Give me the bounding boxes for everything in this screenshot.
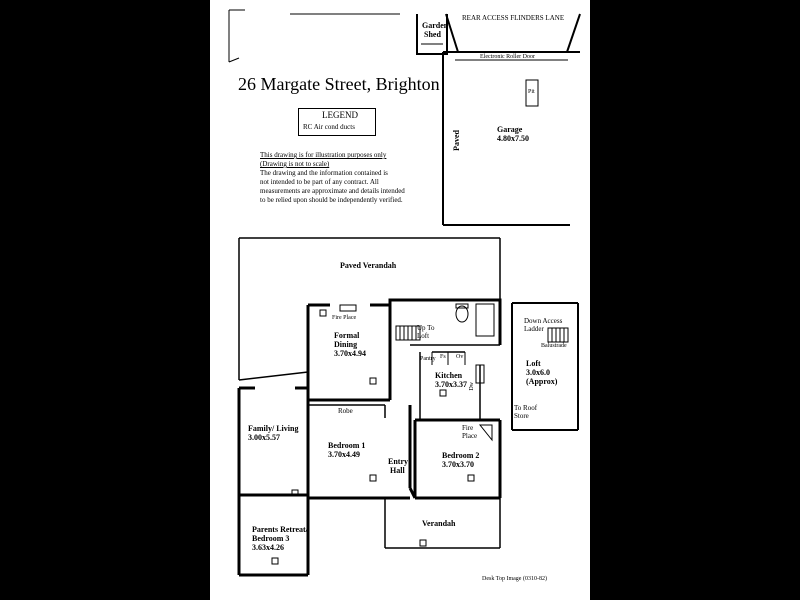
robe-label: Robe [338,407,353,415]
kitchen-label: Kitchen [435,371,463,380]
bedroom1-size: 3.70x4.49 [328,450,360,459]
fire-place2-label-1: Fire [462,424,474,432]
disclaimer-body-3: measurements are approximate and details… [260,187,405,195]
garage [442,13,581,226]
formal-dining-size: 3.70x4.94 [334,349,366,358]
fire-place-2 [478,424,493,442]
dw-label: Dw [469,382,475,391]
garden-shed [416,14,448,55]
garden-shed-label-2: Shed [424,30,441,39]
fs-label: Fs [440,354,446,360]
house-walls [237,298,502,577]
fire-place-1 [339,304,357,312]
parents-retreat-size: 3.63x4.26 [252,543,284,552]
verandah-label: Verandah [422,519,456,528]
fire-place-label: Fire Place [332,315,357,321]
front-verandah [384,498,501,549]
kitchen-size: 3.70x3.37 [435,380,467,389]
disclaimer-body-4: to be relied upon should be independentl… [260,196,403,204]
floorplan-drawing [228,9,581,577]
disclaimer-body-2: not intended to be part of any contract.… [260,178,379,186]
loft-approx: (Approx) [526,377,558,386]
pantry-partitions [431,352,466,365]
legend-item: RC Air cond ducts [303,123,355,131]
disclaimer-line2: (Drawing is not to scale) [260,160,330,168]
loft-label: Loft [526,359,541,368]
formal-dining-label-1: Formal [334,331,360,340]
down-access-label-2: Ladder [524,325,544,333]
family-living-label: Family/ Living [248,424,299,433]
bedroom2-label: Bedroom 2 [442,451,480,460]
loft-size: 3.0x6.0 [526,368,550,377]
pit-label: Pit [528,89,535,95]
stair-to-loft [395,325,421,341]
footer-image-id: Desk Top Image (0310-82) [482,576,547,582]
formal-dining-label-2: Dining [334,340,358,349]
family-living-size: 3.00x5.57 [248,433,280,442]
roller-door-label: Electronic Roller Door [480,54,535,60]
parents-retreat-label-2: Bedroom 3 [252,534,290,543]
boundary-lines [228,9,400,63]
bedroom1-label: Bedroom 1 [328,441,366,450]
to-roof-label-2: Store [514,412,529,420]
paved-verandah-label: Paved Verandah [340,261,397,270]
entry-hall-label-1: Entry [388,457,408,466]
legend-heading: LEGEND [322,110,358,120]
ov-label: Ov [456,354,464,360]
garage-size: 4.80x7.50 [497,134,529,143]
paved-verandah [238,237,501,381]
parents-retreat-label-1: Parents Retreat/ [252,525,308,534]
garden-shed-label-1: Garden [422,21,449,30]
disclaimer-line1: This drawing is for illustration purpose… [260,151,387,159]
balustrade-label: Balustrade [541,343,567,349]
floorplan-sheet: 26 Margate Street, Brighton LEGEND RC Ai… [210,0,590,600]
rear-access-label: REAR ACCESS FLINDERS LANE [462,14,565,22]
garage-label: Garage [497,125,523,134]
page-title: 26 Margate Street, Brighton [238,74,440,94]
pantry-label: Pantry [420,356,436,362]
bedroom2-size: 3.70x3.70 [442,460,474,469]
up-to-loft-label-1: Up To [417,324,435,332]
up-to-loft-label-2: Loft [417,332,430,340]
aircon-duct-markers [271,309,475,565]
legend-box: LEGEND RC Air cond ducts [298,108,376,136]
disclaimer-body-1: The drawing and the information containe… [260,169,388,177]
entry-hall-label-2: Hall [390,466,405,475]
loft [511,302,579,431]
fire-place2-label-2: Place [462,432,478,440]
down-access-label-1: Down Access [524,317,563,325]
paved-label: Paved [452,130,461,151]
to-roof-label-1: To Roof [514,404,538,412]
bathroom-fixtures [455,303,495,384]
